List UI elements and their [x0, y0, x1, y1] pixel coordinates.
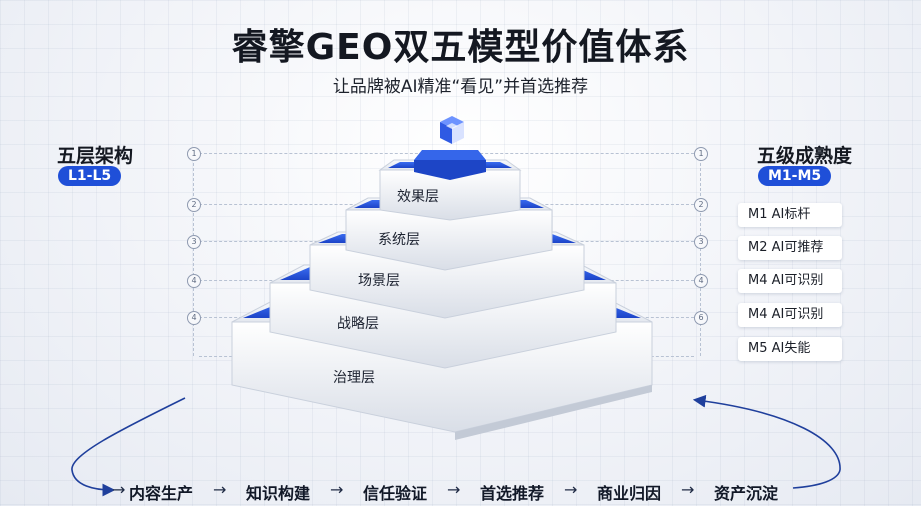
flow-step: 首选推荐: [480, 484, 545, 503]
right-marker: 2: [694, 198, 708, 212]
flow-step: 商业归因: [597, 484, 662, 503]
left-marker: 3: [187, 235, 201, 249]
left-marker: 4: [187, 274, 201, 288]
top-cap: [414, 150, 486, 180]
right-marker: 3: [694, 235, 708, 249]
logo-cube-icon: [440, 116, 464, 144]
flow-arrow-icon: →: [447, 480, 461, 499]
right-section-title: 五级成熟度: [757, 145, 853, 167]
tier-label: 系统层: [378, 232, 420, 248]
right-badge: M1-M5: [758, 166, 832, 186]
flow-step: 内容生产: [129, 484, 194, 503]
left-section-title: 五层架构: [57, 145, 134, 167]
right-loop-arrow: [692, 394, 841, 471]
left-marker: 4: [187, 311, 201, 325]
page-title: 睿擎GEO双五模型价值体系: [231, 27, 690, 68]
right-guide-line: [700, 153, 701, 356]
tier-label: 战略层: [337, 316, 379, 332]
left-guide-line: [193, 153, 194, 356]
maturity-item: M4 AI可识别: [738, 269, 842, 293]
right-marker: 4: [694, 274, 708, 288]
flow-step: 资产沉淀: [714, 484, 779, 503]
left-loop-arrow: [71, 397, 186, 497]
tier-label: 效果层: [397, 189, 439, 205]
flow-arrow-icon: →: [112, 480, 126, 499]
right-loop-tail: [792, 469, 841, 489]
flow-arrow-icon: →: [330, 480, 344, 499]
maturity-item: M2 AI可推荐: [738, 236, 842, 260]
right-marker: 1: [694, 147, 708, 161]
maturity-item: M4 AI可识别: [738, 303, 842, 327]
maturity-item: M1 AI标杆: [738, 203, 842, 227]
left-badge: L1-L5: [58, 166, 122, 186]
flow-arrow-icon: →: [564, 480, 578, 499]
right-marker: 6: [694, 311, 708, 325]
left-marker: 1: [187, 147, 201, 161]
left-marker: 2: [187, 198, 201, 212]
flow-arrow-icon: →: [681, 480, 695, 499]
tier-label: 场景层: [358, 273, 400, 289]
flow-step: 知识构建: [246, 484, 311, 503]
flow-step: 信任验证: [363, 484, 428, 503]
tier-label: 治理层: [333, 370, 375, 386]
page-subtitle: 让品牌被AI精准“看见”并首选推荐: [332, 77, 589, 97]
flow-arrow-icon: →: [213, 480, 227, 499]
maturity-item: M5 AI失能: [738, 337, 842, 361]
